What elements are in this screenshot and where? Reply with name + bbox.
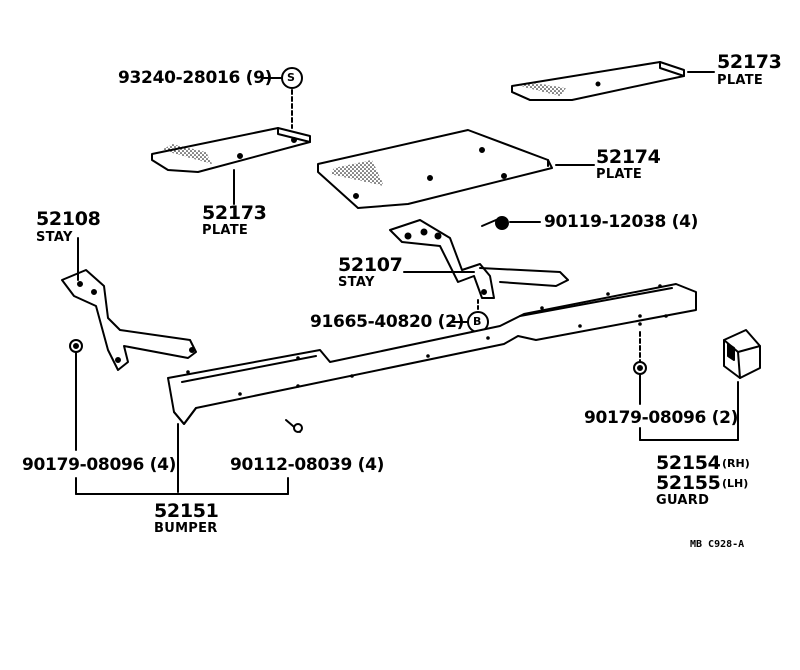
nut-left-label: 90179-08096 (4) — [22, 455, 177, 475]
nut-right-label: 90179-08096 (2) — [584, 408, 739, 428]
bolt-label: 90119-12038 (4) — [544, 212, 699, 232]
plate-left-number: 52173 — [202, 202, 267, 224]
bumper-number: 52151 — [154, 500, 219, 522]
guard-lh-suffix: (LH) — [722, 477, 749, 490]
plate-center-name: PLATE — [596, 167, 643, 182]
guard-rh-number: 52154 — [656, 452, 721, 474]
screw-label: 93240-28016 (9) — [118, 68, 273, 88]
bumper — [167, 283, 697, 493]
plate-center — [317, 129, 595, 209]
guard-rh-suffix: (RH) — [722, 457, 750, 470]
plate-top-right-name: PLATE — [717, 73, 764, 88]
nut-symbol-letter: B — [473, 315, 482, 328]
guard-name: GUARD — [656, 493, 710, 508]
nut-label: 91665-40820 (2) — [310, 312, 465, 332]
bolt-symbol — [481, 216, 541, 230]
plate-top-right — [511, 61, 715, 101]
guard-lh-number: 52155 — [656, 472, 721, 494]
stay-right-name: STAY — [338, 275, 375, 290]
plate-center-number: 52174 — [596, 146, 661, 168]
nut-right-symbol — [633, 331, 647, 441]
stay-left — [61, 237, 197, 371]
drawing-reference: MB C928-A — [690, 539, 745, 550]
guard — [639, 329, 761, 441]
screw-symbol — [263, 67, 303, 129]
plate-left — [151, 127, 311, 205]
stay-right-number: 52107 — [338, 254, 403, 276]
plate-left-name: PLATE — [202, 223, 249, 238]
stay-left-number: 52108 — [36, 208, 101, 230]
stay-right — [389, 219, 569, 299]
screw-symbol-letter: S — [287, 71, 295, 84]
plate-top-right-number: 52173 — [717, 51, 782, 73]
stay-left-name: STAY — [36, 230, 73, 245]
bumper-name: BUMPER — [154, 521, 218, 536]
nut-left-symbol — [69, 339, 83, 495]
bolt-small-label: 90112-08039 (4) — [230, 455, 385, 475]
bolt-small-symbol — [285, 419, 303, 495]
